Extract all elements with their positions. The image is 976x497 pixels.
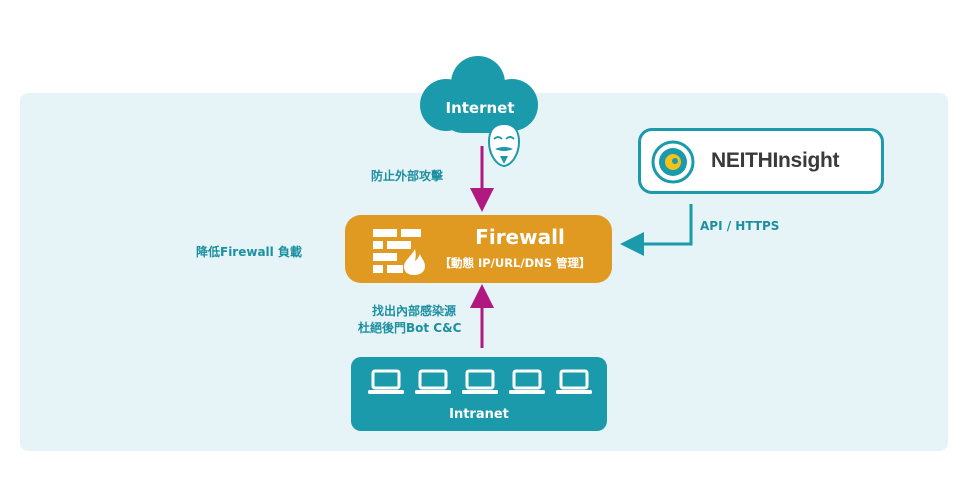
neith-insight-name: NEITHInsight <box>711 149 840 172</box>
laptop-icon <box>415 369 451 395</box>
laptop-icon <box>368 369 404 395</box>
reduce-firewall-load-label: 降低Firewall 負載 <box>196 245 302 259</box>
hacker-mask-icon <box>487 122 521 168</box>
neith-eye-logo-icon <box>651 140 695 184</box>
firewall-box: Firewall 【動態 IP/URL/DNS 管理】 <box>345 215 612 283</box>
block-backdoor-bot-label: 杜絕後門Bot C&C <box>358 321 462 335</box>
api-https-label: API / HTTPS <box>700 219 780 233</box>
intranet-box: Intranet <box>351 357 607 431</box>
laptop-icon <box>462 369 498 395</box>
find-infection-source-label: 找出內部感染源 <box>372 304 457 318</box>
laptop-icon <box>556 369 592 395</box>
arrow-neith-to-firewall <box>620 204 693 256</box>
internet-cloud-icon <box>420 56 538 133</box>
firewall-subtitle: 【動態 IP/URL/DNS 管理】 <box>439 256 591 270</box>
prevent-external-attack-label: 防止外部攻擊 <box>371 169 444 183</box>
neith-insight-box: NEITHInsight <box>638 128 884 194</box>
firewall-title: Firewall <box>475 225 565 249</box>
internet-label: Internet <box>445 99 515 117</box>
firewall-icon <box>373 229 425 275</box>
intranet-label: Intranet <box>449 407 509 422</box>
laptop-icon <box>509 369 545 395</box>
